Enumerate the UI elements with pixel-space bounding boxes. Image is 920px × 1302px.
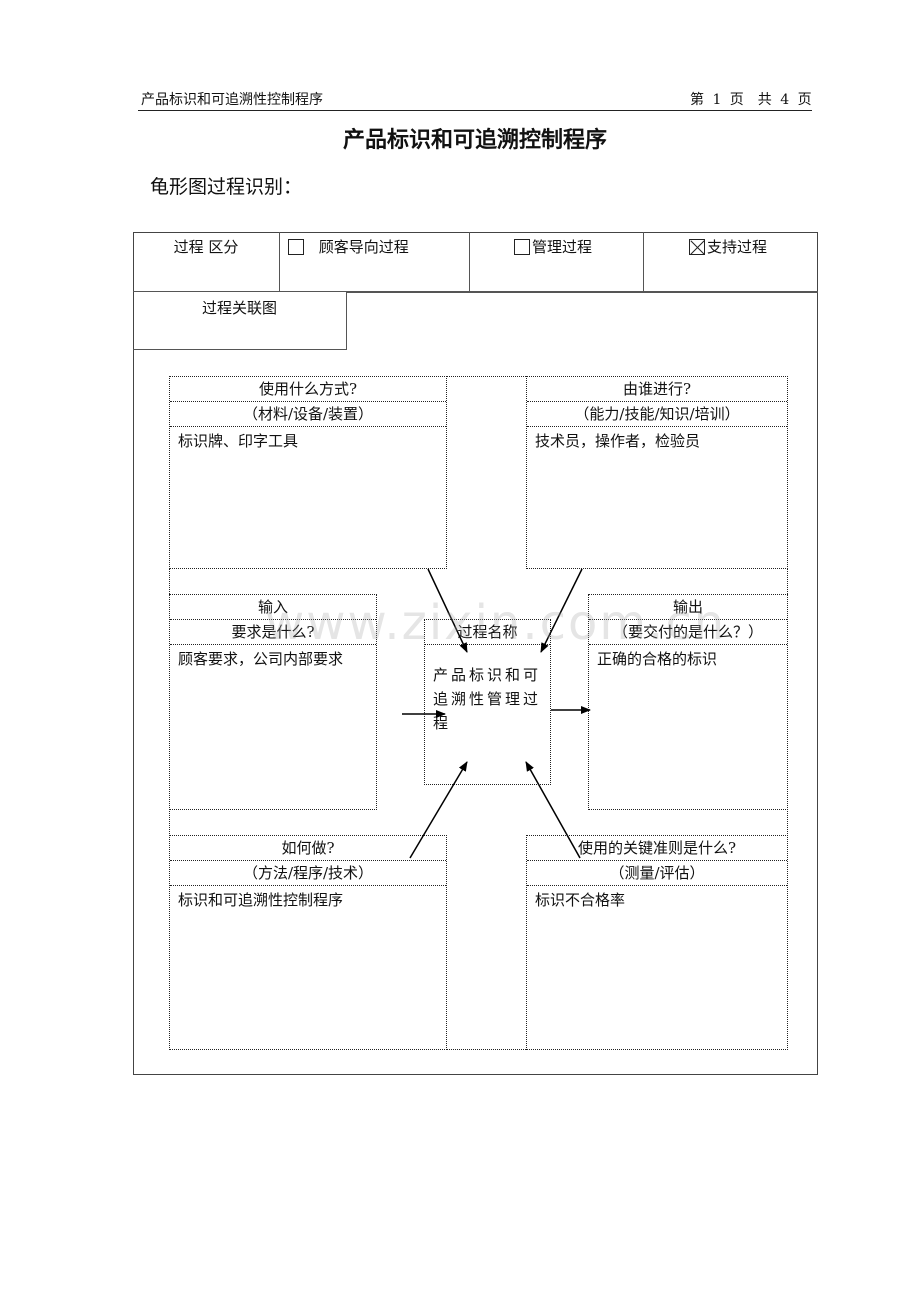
relation-diagram-label-cell: 过程关联图 [133,292,347,350]
checkbox-checked-icon[interactable] [689,239,705,255]
box-subtitle: （测量/评估） [527,861,787,886]
box-key-criteria: 使用的关键准则是什么? （测量/评估） 标识不合格率 [526,835,788,1050]
document-title: 产品标识和可追溯控制程序 [342,128,607,153]
box-how: 如何做? （方法/程序/技术） 标识和可追溯性控制程序 [169,835,447,1050]
box-content: 标识和可追溯性控制程序 [178,891,344,909]
box-output: 输出 （要交付的是什么？） 正确的合格的标识 [588,594,788,810]
box-title: 输出 [589,595,787,620]
process-table [133,232,818,1075]
box-content: 标识不合格率 [535,891,626,909]
box-title: 如何做? [170,836,446,861]
classification-label-cell: 过程 区分 [133,232,280,292]
relation-diagram-label: 过程关联图 [201,299,277,317]
box-title: 使用的关键准则是什么? [527,836,787,861]
box-title: 使用什么方式? [170,377,446,402]
box-content: 产品标识和可追溯性管理过程 [433,666,542,732]
box-content: 标识牌、印字工具 [178,432,299,450]
row-divider [346,292,818,293]
box-process-name: 过程名称 产品标识和可追溯性管理过程 [424,619,551,785]
box-with-what: 使用什么方式? （材料/设备/装置） 标识牌、印字工具 [169,376,447,569]
classification-label: 过程 区分 [173,238,239,256]
option-support[interactable]: 支持过程 [643,232,818,292]
box-subtitle: （要交付的是什么？） [589,620,787,645]
box-subtitle: （材料/设备/装置） [170,402,446,427]
box-title: 由谁进行? [527,377,787,402]
box-subtitle: 要求是什么? [170,620,376,645]
box-content: 正确的合格的标识 [597,650,718,668]
section-subtitle: 龟形图过程识别： [150,176,303,198]
option-management[interactable]: 管理过程 [469,232,644,292]
header-page-info: 第 1 页 共 4 页 [690,92,812,108]
box-subtitle: （能力/技能/知识/培训） [527,402,787,427]
header-divider [138,110,812,111]
header-document-name: 产品标识和可追溯性控制程序 [141,92,323,108]
box-title: 过程名称 [425,620,550,645]
checkbox-unchecked-icon[interactable] [288,239,304,255]
box-input: 输入 要求是什么? 顾客要求，公司内部要求 [169,594,377,810]
box-subtitle: （方法/程序/技术） [170,861,446,886]
box-title: 输入 [170,595,376,620]
box-content: 技术员，操作者，检验员 [535,432,701,450]
option-customer-oriented[interactable]: 顾客导向过程 [279,232,470,292]
box-content: 顾客要求，公司内部要求 [178,650,344,668]
checkbox-unchecked-icon[interactable] [514,239,530,255]
box-with-whom: 由谁进行? （能力/技能/知识/培训） 技术员，操作者，检验员 [526,376,788,569]
